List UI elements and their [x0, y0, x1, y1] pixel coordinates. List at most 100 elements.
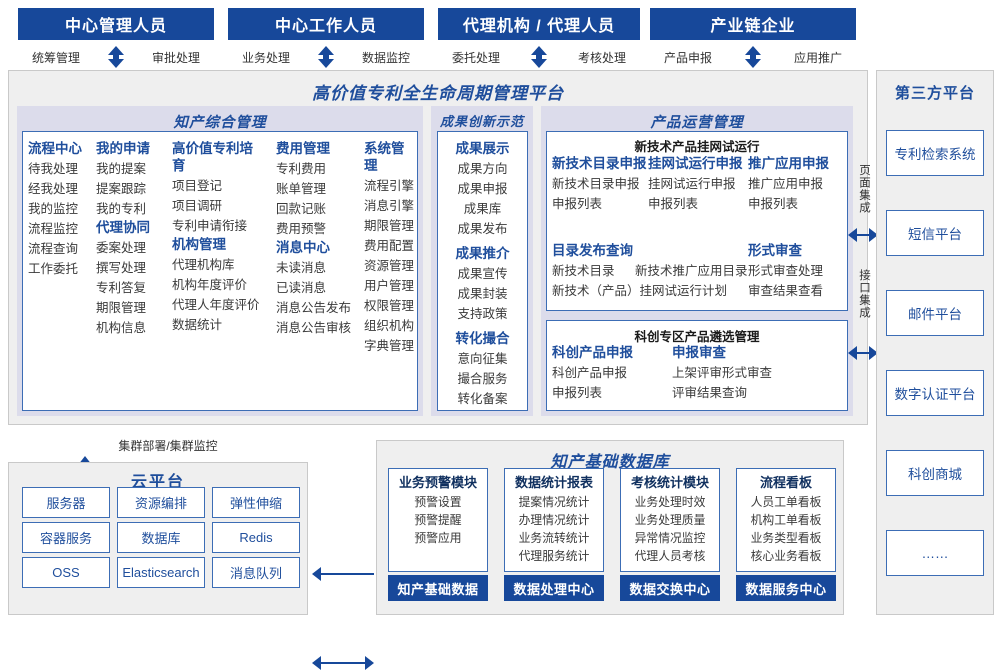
role-bar-3[interactable]: 产业链企业 — [650, 8, 856, 40]
ip-col-0-item[interactable]: 经我处理 — [28, 182, 79, 196]
ip-col-3-item[interactable]: 费用预警 — [276, 222, 327, 236]
po2-item[interactable]: 上架评审形式审查 — [672, 366, 773, 380]
ip-col-4-item[interactable]: 期限管理 — [364, 219, 415, 233]
ip-col-2-item[interactable]: 代理机构库 — [172, 258, 235, 272]
third-party-item-0[interactable]: 专利检索系统 — [886, 130, 984, 176]
ip-col-1-item[interactable]: 期限管理 — [96, 301, 147, 315]
achievement-item[interactable]: 撮合服务 — [457, 372, 508, 386]
ip-col-0-item[interactable]: 工作委托 — [28, 262, 79, 276]
db-item[interactable]: 业务流转统计 — [518, 531, 590, 545]
ip-col-4-item[interactable]: 费用配置 — [364, 239, 415, 253]
po1-item[interactable]: 新技术目录申报 — [552, 177, 640, 191]
po1-item[interactable]: 挂网试运行申报 — [648, 177, 736, 191]
ip-col-4-item[interactable]: 字典管理 — [364, 339, 415, 353]
ip-col-2-item[interactable]: 机构年度评价 — [172, 278, 248, 292]
ip-col-4-item[interactable]: 权限管理 — [364, 299, 415, 313]
db-footer-1[interactable]: 数据处理中心 — [504, 575, 604, 601]
ip-col-4-item[interactable]: 消息引擎 — [364, 199, 415, 213]
role-bar-1[interactable]: 中心工作人员 — [228, 8, 424, 40]
ip-col-3-item[interactable]: 消息公告审核 — [276, 321, 352, 335]
db-footer-0[interactable]: 知产基础数据 — [388, 575, 488, 601]
db-item[interactable]: 预警应用 — [414, 531, 462, 545]
ip-col-4-item[interactable]: 组织机构 — [364, 319, 415, 333]
cloud-cell-5[interactable]: Redis — [212, 522, 300, 553]
po1-item[interactable]: 申报列表 — [748, 197, 799, 211]
po1-item[interactable]: 申报列表 — [648, 197, 699, 211]
ip-col-4-item[interactable]: 流程引擎 — [364, 179, 415, 193]
db-item[interactable]: 业务处理时效 — [634, 495, 706, 509]
cloud-cell-3[interactable]: 容器服务 — [22, 522, 110, 553]
db-item[interactable]: 业务处理质量 — [634, 513, 706, 527]
third-party-item-4[interactable]: 科创商城 — [886, 450, 984, 496]
db-item[interactable]: 人员工单看板 — [750, 495, 822, 509]
po2-item[interactable]: 科创产品申报 — [552, 366, 628, 380]
ip-col-1-item[interactable]: 专利答复 — [96, 281, 147, 295]
po1-item[interactable]: 推广应用申报 — [748, 177, 824, 191]
po1-review-item[interactable]: 形式审查处理 — [748, 264, 824, 278]
ip-col-1-item[interactable]: 委案处理 — [96, 241, 147, 255]
ip-col-3-item[interactable]: 账单管理 — [276, 182, 327, 196]
db-footer-3[interactable]: 数据服务中心 — [736, 575, 836, 601]
third-party-item-1[interactable]: 短信平台 — [886, 210, 984, 256]
po1-item[interactable]: 申报列表 — [552, 197, 603, 211]
db-footer-2[interactable]: 数据交换中心 — [620, 575, 720, 601]
db-item[interactable]: 核心业务看板 — [750, 549, 822, 563]
cloud-cell-2[interactable]: 弹性伸缩 — [212, 487, 300, 518]
ip-col-1-item[interactable]: 提案跟踪 — [96, 182, 147, 196]
po1-dir-item[interactable]: 新技术推广应用目录 — [634, 264, 748, 278]
ip-col-0-item[interactable]: 流程监控 — [28, 222, 79, 236]
cloud-cell-6[interactable]: OSS — [22, 557, 110, 588]
po1-review-item[interactable]: 审查结果查看 — [748, 284, 824, 298]
achievement-item[interactable]: 成果申报 — [457, 182, 508, 196]
po2-item[interactable]: 评审结果查询 — [672, 386, 748, 400]
achievement-item[interactable]: 成果方向 — [457, 162, 508, 176]
ip-col-3-item[interactable]: 回款记账 — [276, 202, 327, 216]
ip-col-1-item[interactable]: 我的提案 — [96, 162, 147, 176]
ip-col-2-item[interactable]: 项目登记 — [172, 179, 223, 193]
po1-dir-item[interactable]: 新技术目录 — [552, 264, 615, 278]
achievement-item[interactable]: 成果宣传 — [457, 267, 508, 281]
achievement-item[interactable]: 转化备案 — [457, 392, 508, 406]
role-bar-2[interactable]: 代理机构 / 代理人员 — [438, 8, 640, 40]
third-party-item-3[interactable]: 数字认证平台 — [886, 370, 984, 416]
ip-col-4-item[interactable]: 用户管理 — [364, 279, 415, 293]
cloud-cell-0[interactable]: 服务器 — [22, 487, 110, 518]
db-item[interactable]: 异常情况监控 — [634, 531, 706, 545]
achievement-item[interactable]: 成果库 — [463, 202, 502, 216]
db-item[interactable]: 机构工单看板 — [750, 513, 822, 527]
ip-col-2-item[interactable]: 专利申请衔接 — [172, 219, 248, 233]
db-item[interactable]: 业务类型看板 — [750, 531, 822, 545]
ip-col-1-item[interactable]: 机构信息 — [96, 321, 147, 335]
ip-col-0-item[interactable]: 流程查询 — [28, 242, 79, 256]
ip-col-2-item[interactable]: 代理人年度评价 — [172, 298, 260, 312]
ip-col-4-item[interactable]: 资源管理 — [364, 259, 415, 273]
ip-col-1-item[interactable]: 撰写处理 — [96, 261, 147, 275]
cloud-cell-7[interactable]: Elasticsearch — [117, 557, 205, 588]
third-party-item-2[interactable]: 邮件平台 — [886, 290, 984, 336]
ip-col-3-item[interactable]: 专利费用 — [276, 162, 327, 176]
ip-col-3-item[interactable]: 未读消息 — [276, 261, 327, 275]
po1-dir-item[interactable]: 新技术（产品）挂网试运行计划 — [552, 284, 728, 298]
db-item[interactable]: 提案情况统计 — [518, 495, 590, 509]
ip-col-1-item[interactable]: 我的专利 — [96, 202, 147, 216]
achievement-item[interactable]: 支持政策 — [457, 307, 508, 321]
cloud-cell-8[interactable]: 消息队列 — [212, 557, 300, 588]
po2-item[interactable]: 申报列表 — [552, 386, 603, 400]
ip-col-0-item[interactable]: 我的监控 — [28, 202, 79, 216]
db-item[interactable]: 预警提醒 — [414, 513, 462, 527]
db-item[interactable]: 办理情况统计 — [518, 513, 590, 527]
cloud-cell-4[interactable]: 数据库 — [117, 522, 205, 553]
ip-col-2-item[interactable]: 项目调研 — [172, 199, 223, 213]
role-bar-0[interactable]: 中心管理人员 — [18, 8, 214, 40]
ip-col-3-item[interactable]: 消息公告发布 — [276, 301, 352, 315]
ip-col-2-item[interactable]: 数据统计 — [172, 318, 223, 332]
achievement-item[interactable]: 成果发布 — [457, 222, 508, 236]
cloud-cell-1[interactable]: 资源编排 — [117, 487, 205, 518]
ip-col-0-item[interactable]: 待我处理 — [28, 162, 79, 176]
ip-col-3-item[interactable]: 已读消息 — [276, 281, 327, 295]
achievement-item[interactable]: 意向征集 — [457, 352, 508, 366]
third-party-item-5[interactable]: …… — [886, 530, 984, 576]
achievement-item[interactable]: 成果封装 — [457, 287, 508, 301]
db-item[interactable]: 预警设置 — [414, 495, 462, 509]
db-item[interactable]: 代理服务统计 — [518, 549, 590, 563]
